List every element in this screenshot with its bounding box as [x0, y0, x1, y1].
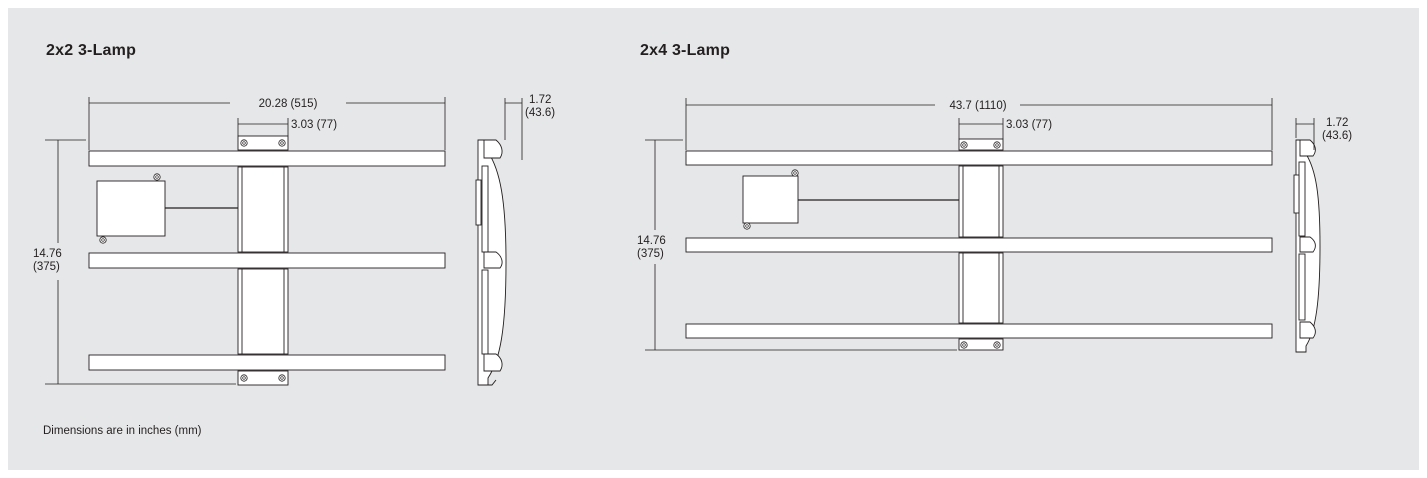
diagram-title-2x4: 2x4 3-Lamp	[640, 42, 731, 59]
fixture-2x4-front-view	[685, 138, 1273, 351]
height-dim-mm-2x4: (375)	[637, 248, 664, 260]
diagram-title-2x2: 2x2 3-Lamp	[46, 42, 137, 59]
center-bracket-upper	[237, 166, 289, 253]
driver-box	[96, 180, 166, 237]
height-dim-in-2x4: 14.76	[637, 235, 666, 247]
mount-tab-top	[237, 135, 289, 151]
lamp-top	[685, 150, 1273, 166]
height-dim-mm-2x2: (375)	[33, 261, 60, 273]
driver-box	[742, 175, 799, 224]
width-dim-2x4: 43.7 (1110)	[949, 100, 1006, 112]
depth-dim-mm-2x2: (43.6)	[525, 107, 555, 119]
fixture-2x2-front-view	[88, 135, 446, 386]
mount-tab-top	[958, 138, 1004, 151]
lamp-top	[88, 150, 446, 167]
lamp-middle	[685, 237, 1273, 253]
dimension-lines-2x2	[45, 97, 523, 385]
dimension-lines-2x4	[645, 98, 1315, 351]
center-bracket-lower	[237, 268, 289, 355]
bracket-dim-2x4: 3.03 (77)	[1006, 119, 1052, 131]
mount-tab-bottom	[958, 338, 1004, 351]
center-bracket-upper	[958, 165, 1004, 238]
center-bracket-lower	[958, 252, 1004, 324]
lamp-middle	[88, 252, 446, 269]
dimensions-footnote: Dimensions are in inches (mm)	[43, 425, 202, 437]
fixture-2x2-side-view	[475, 139, 507, 386]
height-dim-in-2x2: 14.76	[33, 248, 62, 260]
mount-tab-bottom	[237, 370, 289, 386]
bracket-dim-2x2: 3.03 (77)	[291, 119, 337, 131]
fixture-2x4-side-view	[1293, 139, 1321, 353]
width-dim-2x2: 20.28 (515)	[259, 98, 318, 110]
depth-dim-in-2x4: 1.72	[1326, 117, 1348, 129]
depth-dim-mm-2x4: (43.6)	[1322, 130, 1352, 142]
depth-dim-in-2x2: 1.72	[529, 94, 551, 106]
lamp-bottom	[88, 354, 446, 371]
lamp-bottom	[685, 323, 1273, 339]
